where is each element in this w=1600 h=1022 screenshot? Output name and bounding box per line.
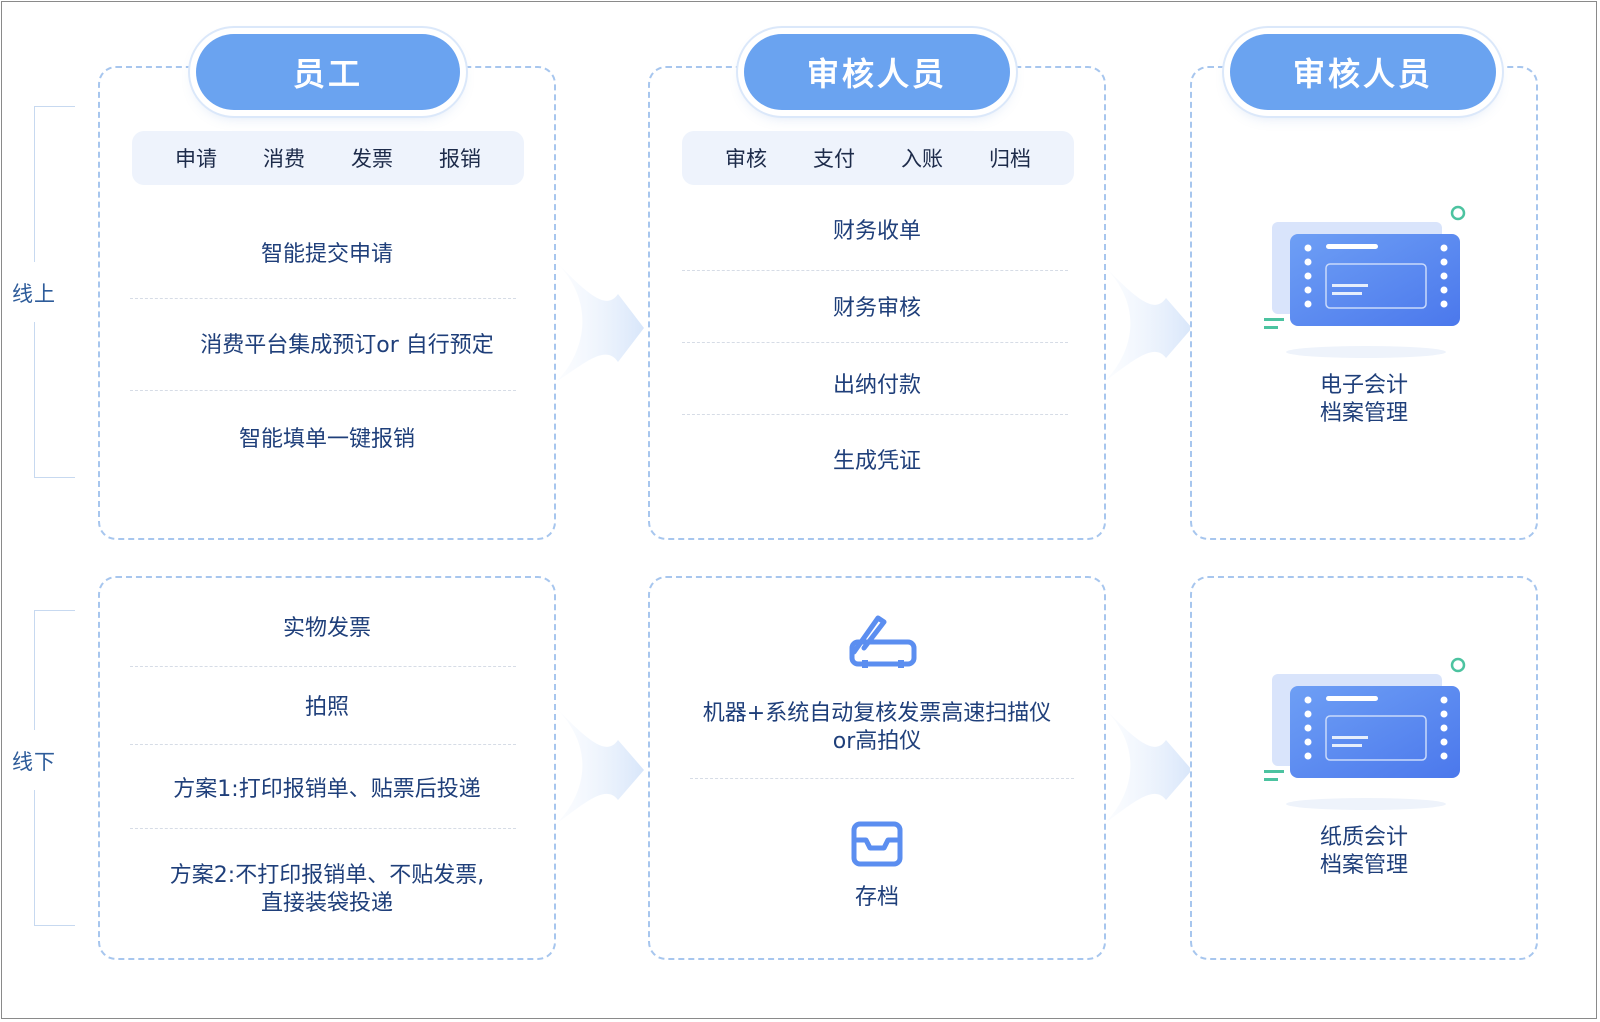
archive-title-line1: 纸质会计 xyxy=(1319,825,1408,850)
list-item: 出纳付款 xyxy=(832,373,921,398)
list-item: 生成凭证 xyxy=(832,449,921,474)
offline-bracket-gap xyxy=(28,730,42,790)
divider xyxy=(690,778,1074,779)
online-label: 线上 xyxy=(12,282,56,306)
list-item: 实物发票 xyxy=(282,616,371,641)
archive-title-line1: 电子会计 xyxy=(1319,373,1408,398)
employee-header: 员工 xyxy=(196,34,460,110)
employee-tab: 消费 xyxy=(263,147,305,171)
store-label: 存档 xyxy=(854,885,899,910)
online-bracket-gap xyxy=(28,262,42,322)
reviewer-tab: 归档 xyxy=(989,147,1031,171)
reviewer-header-mid: 审核人员 xyxy=(744,34,1010,110)
employee-tab: 申请 xyxy=(175,147,217,171)
employee-tab: 发票 xyxy=(351,147,393,171)
scan-line1: 机器+系统自动复核发票高速扫描仪 xyxy=(702,701,1052,726)
employee-tab: 报销 xyxy=(439,147,481,171)
divider xyxy=(130,828,516,829)
scanner-icon xyxy=(849,615,917,668)
paper-archive-icon xyxy=(1264,657,1466,810)
divider xyxy=(130,744,516,745)
reviewer-tab: 审核 xyxy=(725,147,767,171)
electronic-archive-icon xyxy=(1264,205,1466,358)
offline-employee-card xyxy=(98,576,556,960)
offline-label: 线下 xyxy=(12,750,56,774)
list-item: 财务审核 xyxy=(832,296,921,321)
flow-arrow-icon xyxy=(556,262,644,382)
plan2-line2: 直接装袋投递 xyxy=(260,891,393,916)
archive-title-line2: 档案管理 xyxy=(1319,853,1408,878)
list-item: 智能填单一键报销 xyxy=(238,427,415,452)
flow-arrow-icon xyxy=(1104,708,1192,824)
reviewer-tab: 入账 xyxy=(901,147,943,171)
scan-line2: or高拍仪 xyxy=(832,729,922,754)
reviewer-tab: 支付 xyxy=(813,147,855,171)
divider xyxy=(682,270,1068,271)
list-item: 方案1:打印报销单、贴票后投递 xyxy=(173,777,481,802)
list-item: 智能提交申请 xyxy=(260,242,393,267)
reviewer-tabs: 审核 支付 入账 归档 xyxy=(682,131,1074,185)
archive-title-line2: 档案管理 xyxy=(1319,401,1408,426)
reviewer-header-right: 审核人员 xyxy=(1230,34,1496,110)
divider xyxy=(130,666,516,667)
list-item: 财务收单 xyxy=(832,219,921,244)
divider xyxy=(682,342,1068,343)
divider xyxy=(130,298,516,299)
list-item: 拍照 xyxy=(304,695,349,720)
archive-box-icon xyxy=(851,821,903,867)
divider xyxy=(682,414,1068,415)
divider xyxy=(130,390,516,391)
list-item: 消费平台集成预订or 自行预定 xyxy=(200,333,494,358)
employee-tabs: 申请 消费 发票 报销 xyxy=(132,131,524,185)
flow-arrow-icon xyxy=(1104,266,1192,382)
plan2-line1: 方案2:不打印报销单、不贴发票, xyxy=(169,863,485,888)
flow-arrow-icon xyxy=(556,708,644,824)
